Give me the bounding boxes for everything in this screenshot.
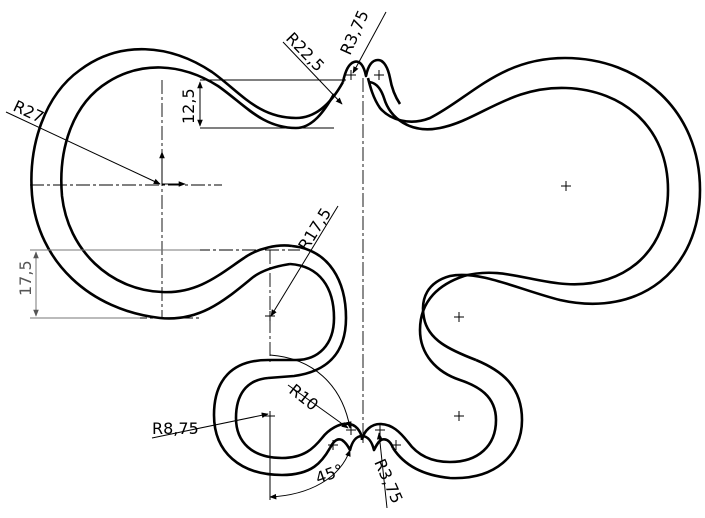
- dimension-17-5: [30, 249, 200, 319]
- dim-r17-5: R17,5: [294, 204, 335, 254]
- dim-r10: R10: [286, 380, 323, 414]
- dim-r3-75-top: R3,75: [336, 7, 372, 57]
- dim-17-5: 17,5: [16, 260, 35, 296]
- dim-12-5: 12,5: [179, 88, 198, 124]
- outer-contour: [30, 47, 702, 480]
- dim-r22-5: R22,5: [282, 29, 328, 76]
- dim-r3-75-bottom: R3,75: [370, 456, 406, 506]
- inner-contour: [60, 66, 670, 464]
- center-lines: [30, 78, 364, 445]
- dimension-lines: [5, 11, 388, 509]
- dim-r8-75: R8,75: [152, 419, 199, 438]
